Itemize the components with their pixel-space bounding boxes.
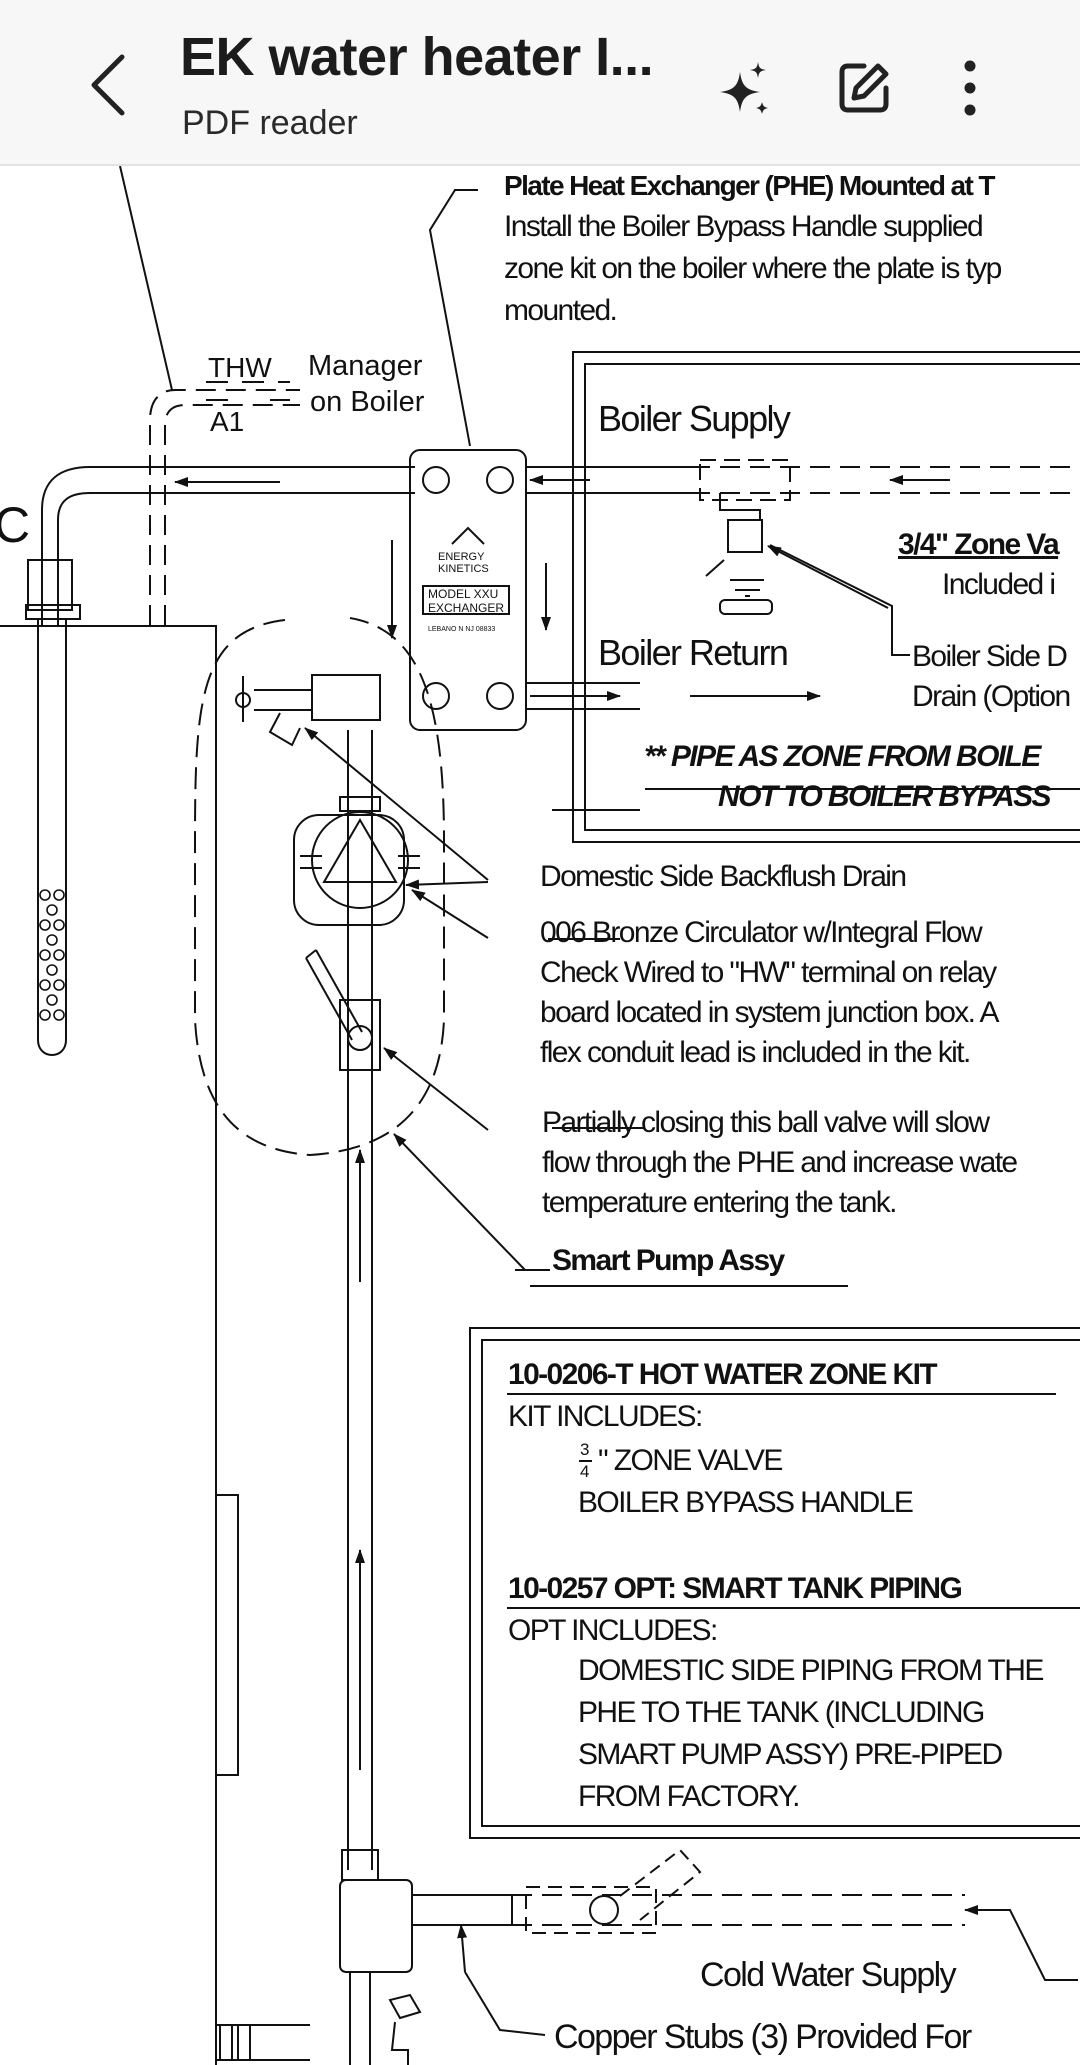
circulator-line-4: flex conduit lead is included in the kit…	[540, 1036, 971, 1069]
zone-valve-included: Included i	[942, 568, 1056, 601]
pipe-note-line-2: NOT TO BOILER BYPASS	[718, 780, 1052, 813]
circulator-line-2: Check Wired to "HW" terminal on relay	[540, 956, 997, 989]
phe-exchanger: EXCHANGER	[428, 601, 505, 615]
pdf-page[interactable]: Plate Heat Exchanger (PHE) Mounted at T …	[0, 166, 1080, 2065]
phe-model: MODEL XXU	[428, 587, 499, 601]
ball-valve-line-3: temperature entering the tank.	[542, 1186, 898, 1219]
a1-label: A1	[210, 406, 245, 437]
sparkle-icon	[720, 62, 768, 114]
manager-line-1: Manager	[308, 350, 423, 382]
boiler-side-drain-line-1: Boiler Side D	[912, 640, 1068, 673]
edit-icon	[839, 63, 889, 113]
pipe-note-line-1: ** PIPE AS ZONE FROM BOILE	[644, 740, 1041, 773]
chevron-left-icon	[91, 54, 125, 116]
kit-item-zone-valve: " ZONE VALVE	[598, 1444, 783, 1477]
thw-label: THW	[208, 352, 272, 383]
phe-brand-line-2: KINETICS	[438, 563, 489, 575]
back-button[interactable]	[68, 40, 148, 130]
kit-item-bypass-handle: BOILER BYPASS HANDLE	[578, 1486, 914, 1519]
kit-includes: KIT INCLUDES:	[508, 1400, 703, 1433]
boiler-supply-label: Boiler Supply	[598, 398, 791, 439]
kit-title: 10-0206-T HOT WATER ZONE KIT	[508, 1358, 938, 1391]
zone-valve-heading: 3/4" Zone Va	[898, 528, 1060, 561]
edit-button[interactable]	[824, 48, 904, 128]
schematic-drawing	[0, 166, 1080, 2065]
manager-line-2: on Boiler	[310, 386, 425, 418]
kit-fraction-numerator: 3	[580, 1440, 590, 1459]
app-bar: EK water heater I... PDF reader	[0, 0, 1080, 166]
phe-address: LEBANO N NJ 08833	[428, 626, 496, 633]
ball-valve-line-2: flow through the PHE and increase wate	[542, 1146, 1018, 1179]
phe-heading: Plate Heat Exchanger (PHE) Mounted at T	[504, 170, 996, 201]
more-vertical-icon	[964, 60, 976, 116]
opt-text-line-4: FROM FACTORY.	[578, 1780, 801, 1813]
opt-includes: OPT INCLUDES:	[508, 1614, 718, 1647]
smart-pump-label: Smart Pump Assy	[552, 1244, 785, 1277]
ai-assist-button[interactable]	[704, 48, 784, 128]
backflush-drain-label: Domestic Side Backflush Drain	[540, 860, 907, 893]
phe-text-line-1: Install the Boiler Bypass Handle supplie…	[504, 210, 984, 243]
opt-title: 10-0257 OPT: SMART TANK PIPING	[508, 1572, 963, 1605]
edge-letter: C	[0, 497, 31, 553]
more-options-button[interactable]	[930, 48, 1010, 128]
fraction-bar	[579, 1460, 592, 1462]
document-title: EK water heater I...	[180, 27, 654, 87]
cold-water-supply-label: Cold Water Supply	[700, 1956, 957, 1994]
boiler-side-drain-line-2: Drain (Option	[912, 680, 1071, 713]
circulator-line-1: 006 Bronze Circulator w/Integral Flow	[540, 916, 983, 949]
circulator-line-3: board located in system junction box. A	[540, 996, 1000, 1029]
phe-text-line-3: mounted.	[504, 294, 618, 327]
phe-text-line-2: zone kit on the boiler where the plate i…	[504, 252, 1002, 285]
kit-fraction-denominator: 4	[580, 1462, 590, 1481]
phe-brand-line-1: ENERGY	[438, 551, 485, 563]
boiler-return-label: Boiler Return	[598, 632, 789, 673]
opt-text-line-1: DOMESTIC SIDE PIPING FROM THE	[578, 1654, 1044, 1687]
copper-stubs-label: Copper Stubs (3) Provided For	[554, 2018, 972, 2056]
opt-text-line-3: SMART PUMP ASSY) PRE-PIPED	[578, 1738, 1003, 1771]
app-subtitle: PDF reader	[182, 104, 358, 142]
opt-text-line-2: PHE TO THE TANK (INCLUDING	[578, 1696, 985, 1729]
ball-valve-line-1: Partially closing this ball valve will s…	[542, 1106, 990, 1139]
